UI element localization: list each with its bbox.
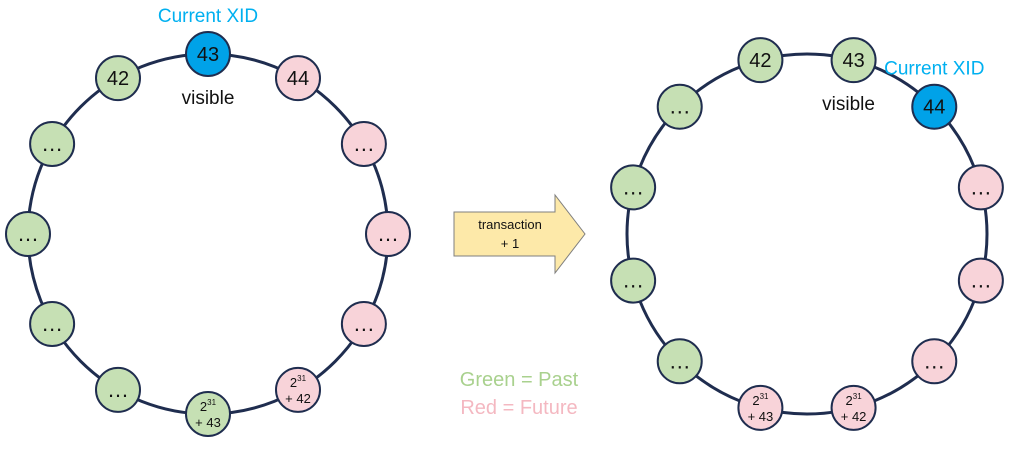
xid-node-offset: + 43 [195, 415, 221, 430]
xid-node-future: … [957, 257, 1004, 304]
arrow-label-line2: + 1 [501, 236, 519, 251]
xid-node-past: 43 [830, 37, 877, 84]
arrow-shape [453, 193, 586, 275]
xid-node-label: 43 [842, 50, 864, 72]
xid-node-circle [610, 257, 657, 304]
xid-node-future: … [911, 338, 958, 385]
xid-node-future: … [340, 301, 387, 347]
xid-node-past: … [29, 301, 76, 347]
xid-node-circle [911, 83, 958, 130]
xid-node-circle [95, 55, 141, 102]
xid-node-past: … [5, 211, 51, 257]
power-base: 2 [290, 375, 297, 390]
xid-node-offset: + 42 [841, 409, 867, 424]
xid-node-past: … [29, 121, 76, 167]
power-base: 2 [200, 399, 207, 414]
power-exponent: 31 [760, 392, 769, 401]
xid-node-label: … [970, 268, 992, 293]
power-base: 2 [846, 393, 853, 408]
xid-node-circle [340, 121, 387, 167]
current-xid-label: Current XID [884, 59, 984, 80]
xid-node-circle [29, 301, 76, 347]
xid-node-past: 42 [95, 55, 141, 102]
power-base: 2 [752, 393, 759, 408]
xid-node-future: 231+ 42 [830, 384, 877, 431]
xid-node-circle [95, 366, 141, 413]
legend-past: Green = Past [460, 369, 579, 391]
xid-node-current: 44 [911, 83, 958, 130]
xid-node-future: 44 [275, 55, 321, 102]
xid-node-power: 231 [846, 392, 863, 408]
visible-label: visible [182, 88, 235, 109]
xid-node-future: … [957, 164, 1004, 211]
xid-node-circle [737, 384, 784, 431]
xid-node-circle [185, 31, 231, 77]
power-exponent: 31 [853, 392, 862, 401]
xid-node-label: … [377, 221, 399, 246]
xid-node-circle [29, 121, 76, 167]
xid-node-label: … [353, 311, 375, 336]
power-exponent: 31 [297, 374, 306, 383]
xid-node-past: … [610, 164, 657, 211]
xid-node-circle [275, 366, 321, 413]
xid-node-future: 231+ 43 [737, 384, 784, 431]
xid-node-future: … [340, 121, 387, 167]
xid-node-past: … [656, 83, 703, 130]
xid-node-label: … [41, 131, 63, 156]
legend-future: Red = Future [460, 397, 577, 419]
xid-node-label: … [669, 348, 691, 373]
xid-node-circle [830, 384, 877, 431]
xid-node-future: … [365, 211, 411, 257]
xid-node-past: 42 [737, 37, 784, 84]
xid-node-label: … [970, 174, 992, 199]
xid-node-circle [275, 55, 321, 102]
xid-node-circle [340, 301, 387, 347]
xid-node-label: … [622, 268, 644, 293]
xid-node-power: 231 [200, 398, 217, 414]
xid-node-circle [911, 338, 958, 385]
xid-node-label: 44 [923, 97, 945, 119]
xid-node-label: … [622, 174, 644, 199]
xid-node-label: 43 [197, 44, 219, 66]
xid-node-past: … [95, 366, 141, 413]
arrow-label-line1: transaction [478, 217, 542, 232]
xid-node-label: … [923, 348, 945, 373]
xid-node-past: … [610, 257, 657, 304]
xid-node-label: … [669, 94, 691, 119]
xid-node-power: 231 [290, 374, 307, 390]
xid-node-circle [656, 83, 703, 130]
xid-node-circle [957, 164, 1004, 211]
xid-node-future: 231+ 42 [275, 366, 321, 413]
xid-node-circle [957, 257, 1004, 304]
xid-node-power: 231 [752, 392, 769, 408]
xid-node-circle [185, 391, 231, 437]
xid-node-circle [656, 338, 703, 385]
xid-node-circle [610, 164, 657, 211]
xid-node-label: 42 [749, 50, 771, 72]
xid-node-offset: + 43 [748, 409, 774, 424]
xid-node-past: … [656, 338, 703, 385]
xid-node-circle [830, 37, 877, 84]
transaction-arrow: transaction + 1 [453, 193, 586, 275]
xid-node-offset: + 42 [285, 391, 311, 406]
xid-node-label: … [41, 311, 63, 336]
xid-node-label: … [17, 221, 39, 246]
power-exponent: 31 [207, 398, 216, 407]
ring-track [625, 52, 989, 416]
xid-node-label: 42 [107, 68, 129, 90]
xid-node-circle [365, 211, 411, 257]
current-xid-label: Current XID [158, 6, 258, 27]
xid-node-label: … [353, 131, 375, 156]
xid-node-current: 43 [185, 31, 231, 77]
xid-node-label: 44 [287, 68, 309, 90]
xid-node-label: … [107, 377, 129, 402]
xid-node-past: 231+ 43 [185, 391, 231, 437]
visible-label: visible [822, 94, 875, 115]
xid-node-circle [737, 37, 784, 84]
xid-node-circle [5, 211, 51, 257]
